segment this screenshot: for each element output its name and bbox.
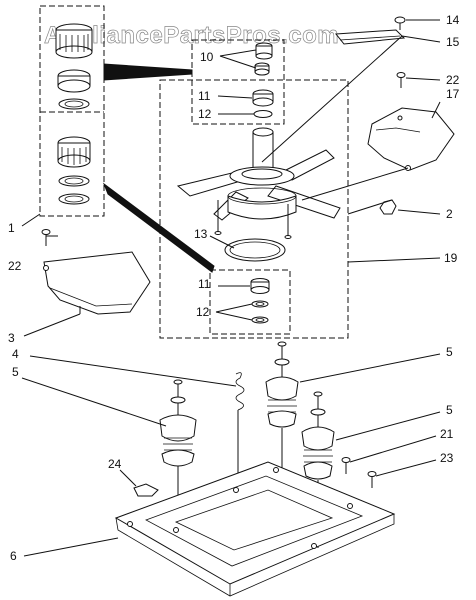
watermark-text: AppliancePartsPros.com — [44, 22, 339, 49]
callout-14: 14 — [446, 13, 460, 27]
callout-3: 3 — [8, 331, 15, 345]
nut-part-2[interactable] — [379, 199, 397, 215]
callout-6: 6 — [10, 549, 17, 563]
screw-part-22-right[interactable] — [396, 72, 406, 89]
callout-13: 13 — [194, 227, 208, 241]
shield-plate-part-3[interactable] — [43, 251, 151, 315]
callout-21: 21 — [440, 427, 454, 441]
bracket-part-15[interactable] — [335, 29, 406, 45]
callout-15: 15 — [446, 35, 460, 49]
screw-part-21[interactable] — [341, 457, 351, 475]
kit-pointer-lower — [102, 182, 215, 273]
kit-pointer-upper — [103, 63, 193, 81]
callout-labels: 1 2 3 4 5 5 5 6 10 11 11 12 12 13 14 15 … — [8, 13, 460, 563]
bearing-part-11-lower[interactable] — [250, 278, 270, 294]
callout-22-right: 22 — [446, 73, 460, 87]
callout-5-middle: 5 — [446, 345, 453, 359]
suspension-spring-part-5-right[interactable] — [301, 391, 335, 548]
callout-11-upper: 11 — [198, 89, 211, 103]
washer-part-12-lower[interactable] — [251, 300, 269, 324]
callout-5-left: 5 — [12, 365, 19, 379]
callout-1: 1 — [8, 221, 15, 235]
washer-part-12-upper[interactable] — [253, 110, 273, 118]
callout-4: 4 — [12, 347, 19, 361]
bearing-kit-lower-bearing[interactable] — [57, 136, 91, 205]
callout-5-right: 5 — [446, 403, 453, 417]
callout-11-lower: 11 — [198, 277, 211, 291]
lower-bearing-detail-box — [209, 269, 291, 335]
upper-bushing-part-10[interactable] — [254, 42, 273, 76]
bearing-part-11-upper[interactable] — [252, 89, 274, 107]
transmission-assembly-box — [159, 79, 349, 339]
transmission-hub-assembly[interactable] — [176, 127, 341, 239]
callout-19: 19 — [444, 251, 458, 265]
callout-10: 10 — [200, 50, 214, 64]
callout-22-left: 22 — [8, 259, 22, 273]
bearing-kit-upper-bearing[interactable] — [55, 23, 93, 110]
callout-17: 17 — [446, 87, 460, 101]
screw-part-14[interactable] — [394, 16, 406, 30]
shield-part-17[interactable] — [367, 107, 455, 171]
callout-2: 2 — [446, 207, 453, 221]
screw-part-23[interactable] — [367, 471, 377, 489]
bearing-kit-box — [39, 5, 105, 217]
callout-24: 24 — [108, 457, 122, 471]
upper-bearing-detail-box — [191, 39, 285, 125]
base-plate-part-6[interactable] — [114, 461, 396, 597]
screw-part-22-left[interactable] — [41, 229, 51, 247]
leader-lines — [21, 19, 441, 557]
suspension-spring-part-5-left[interactable] — [159, 379, 197, 530]
suspension-spring-part-5-middle[interactable] — [265, 341, 299, 470]
callout-23: 23 — [440, 451, 454, 465]
o-ring-part-13[interactable] — [224, 238, 286, 262]
callout-12-lower: 12 — [196, 305, 210, 319]
callout-12-upper: 12 — [198, 107, 212, 121]
clip-part-24[interactable] — [133, 483, 159, 497]
